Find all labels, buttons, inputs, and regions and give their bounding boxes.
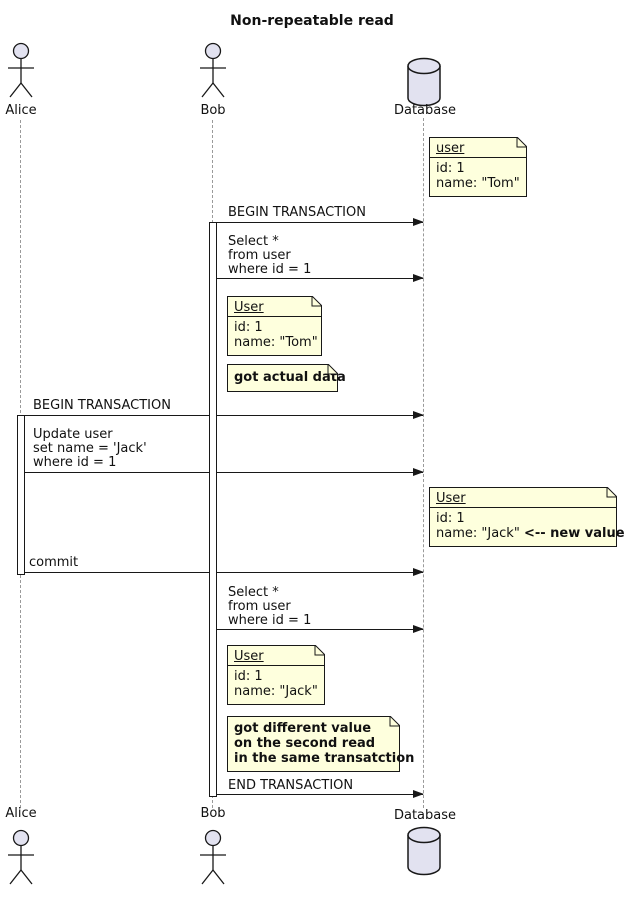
message-arrow-line: [217, 629, 423, 630]
database-icon-top: [407, 57, 441, 107]
message-arrow-line: [217, 278, 423, 279]
message-label: Select * from user where id = 1: [228, 235, 311, 277]
note-body: id: 1 name: "Jack": [228, 666, 324, 704]
lifeline-database: [423, 118, 424, 808]
message-arrowhead: [413, 790, 424, 798]
note-body: id: 1 name: "Tom": [430, 158, 526, 196]
message-label: END TRANSACTION: [228, 779, 353, 793]
activation-bar-bob: [209, 222, 217, 797]
note-fold-icon: [327, 364, 338, 375]
actor-label-bob-top: Bob: [200, 103, 226, 118]
message-arrow-line: [217, 222, 423, 223]
actor-icon-alice-top: [8, 42, 34, 98]
note-fold-icon: [389, 716, 400, 727]
note-header: User: [430, 488, 616, 508]
message-line: commit: [29, 555, 79, 570]
database-label-top: Database: [393, 103, 457, 118]
note-line: name: "Tom": [436, 176, 520, 191]
note-line: id: 1: [234, 669, 263, 684]
note-header: User: [228, 646, 324, 666]
message-line: END TRANSACTION: [228, 778, 354, 793]
message-line: set name = 'Jack': [33, 441, 147, 456]
message-label: BEGIN TRANSACTION: [228, 206, 366, 220]
note-user-tom-bob: User id: 1 name: "Tom": [227, 296, 322, 356]
message-arrow-line: [25, 415, 423, 416]
database-label-bottom: Database: [393, 808, 457, 823]
note-got-actual-data: got actual data: [227, 364, 346, 392]
activation-bar-alice: [17, 415, 25, 575]
message-line: from user: [228, 248, 291, 263]
note-line: in the same transatction: [234, 751, 415, 766]
note-line: got actual data: [234, 370, 346, 385]
actor-icon-bob-top: [200, 42, 226, 98]
message-line: BEGIN TRANSACTION: [228, 205, 366, 220]
note-fold-icon: [311, 296, 322, 307]
note-body: got different value on the second read i…: [228, 717, 415, 771]
note-body: id: 1 name: "Jack" <-- new value: [430, 508, 624, 546]
message-line: from user: [228, 599, 291, 614]
message-arrowhead: [413, 568, 424, 576]
note-line: name: "Tom": [234, 335, 318, 350]
message-label: commit: [29, 556, 78, 570]
actor-label-bob-bottom: Bob: [200, 806, 226, 821]
note-line: on the second read: [234, 736, 376, 751]
message-line: BEGIN TRANSACTION: [33, 398, 171, 413]
message-line: Select *: [228, 585, 279, 600]
actor-icon-bob-bottom: [200, 829, 226, 885]
note-line: id: 1: [436, 161, 465, 176]
note-got-different-value: got different value on the second read i…: [227, 716, 415, 772]
note-fold-icon: [314, 645, 325, 656]
message-label: BEGIN TRANSACTION: [33, 399, 171, 413]
message-line: where id = 1: [228, 613, 312, 628]
actor-label-alice-top: Alice: [5, 103, 37, 118]
note-user-jack-new-value: User id: 1 name: "Jack" <-- new value: [429, 487, 624, 547]
note-line: id: 1: [234, 320, 263, 335]
note-line: name: "Jack": [234, 684, 318, 699]
message-line: where id = 1: [228, 262, 312, 277]
actor-icon-alice-bottom: [8, 829, 34, 885]
note-fold-icon: [516, 137, 527, 148]
message-line: Update user: [33, 427, 113, 442]
message-arrow-line: [25, 572, 423, 573]
message-arrowhead: [413, 218, 424, 226]
message-label: Select * from user where id = 1: [228, 586, 311, 628]
message-label: Update user set name = 'Jack' where id =…: [33, 428, 147, 470]
note-text-bold: <-- new value: [523, 526, 624, 541]
message-arrowhead: [413, 468, 424, 476]
actor-label-alice-bottom: Alice: [5, 806, 37, 821]
diagram-title: Non-repeatable read: [230, 13, 394, 29]
note-text-normal: name: "Jack": [436, 526, 524, 541]
message-arrow-line: [217, 794, 423, 795]
message-line: where id = 1: [33, 455, 117, 470]
note-user-tom-db: user id: 1 name: "Tom": [429, 137, 527, 197]
message-arrowhead: [413, 274, 424, 282]
note-user-jack-bob: User id: 1 name: "Jack": [227, 645, 325, 705]
note-line: id: 1: [436, 511, 465, 526]
note-header: User: [228, 297, 321, 317]
note-line: got different value: [234, 721, 372, 736]
note-fold-icon: [606, 487, 617, 498]
message-line: Select *: [228, 234, 279, 249]
message-arrow-line: [25, 472, 423, 473]
message-arrowhead: [413, 625, 424, 633]
message-arrowhead: [413, 411, 424, 419]
note-header: user: [430, 138, 526, 158]
note-body: id: 1 name: "Tom": [228, 317, 321, 355]
note-line: name: "Jack" <-- new value: [430, 526, 624, 541]
database-icon-bottom: [407, 826, 441, 876]
